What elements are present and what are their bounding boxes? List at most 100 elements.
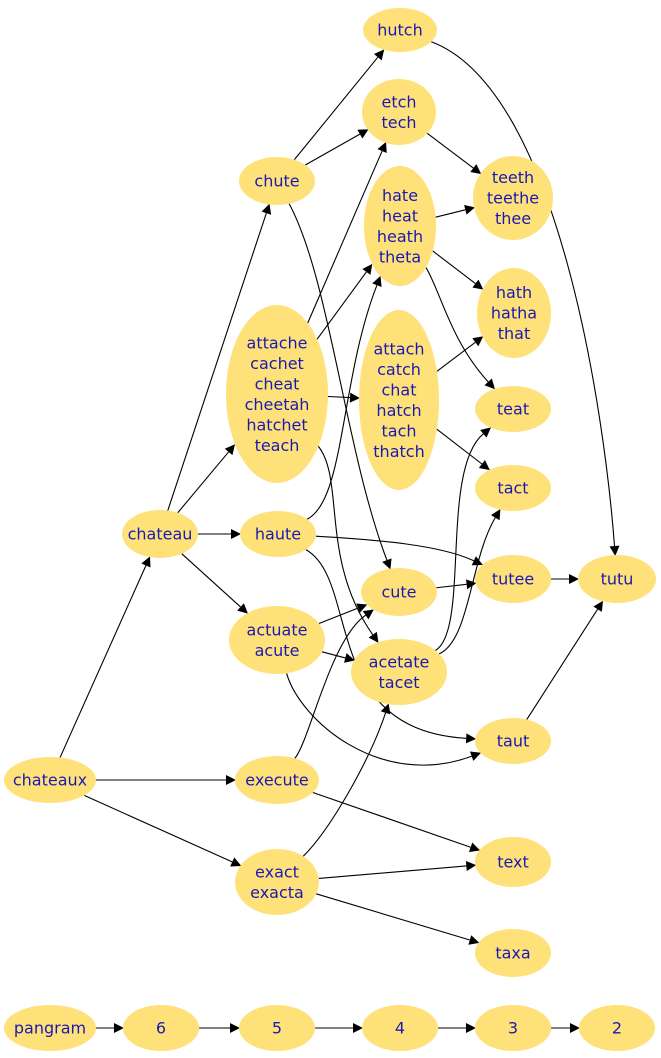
node-label: actuate [247,620,308,639]
node-label: cheat [255,374,300,393]
edge-line [436,583,467,589]
node-label: taut [497,732,530,751]
node-chateau: chateau [122,510,198,558]
node-chateaux: chateaux [4,757,96,803]
node-label: 4 [395,1019,405,1038]
edge-line [321,651,346,659]
node-ellipse [229,606,325,674]
node-n6: 6 [123,1005,199,1051]
arrowhead [491,509,501,521]
node-label: attache [247,333,308,352]
node-ellipse [359,310,439,490]
node-haute: haute [240,511,316,557]
node-ellipse [240,511,316,557]
node-ellipse [235,756,319,804]
edge-n6-to-n5 [199,1023,240,1033]
node-label: thee [495,209,531,228]
node-cute: cute [361,568,437,616]
edge-line [438,517,496,655]
edge-n3-to-n2 [551,1023,580,1033]
node-taut: taut [475,718,551,764]
node-label: cute [381,583,416,602]
node-label: haute [255,525,301,544]
node-ellipse [475,386,551,432]
node-label: tutee [492,570,534,589]
arrowhead [569,574,579,584]
edge-exact-to-acetate [302,703,391,857]
edge-hate-to-teeth [435,204,476,218]
edge-line [294,614,366,759]
arrowhead [230,857,242,867]
node-n5: 5 [239,1005,315,1051]
node-ellipse [473,156,553,240]
arrowhead [469,751,482,761]
node-label: execute [245,771,308,790]
arrowhead [224,444,236,456]
edge-line [318,865,467,880]
node-label: hatha [491,304,537,323]
arrowhead [357,129,369,139]
node-label: tach [381,421,416,440]
edge-line [327,395,351,399]
arrowhead [472,336,484,347]
node-label: attach [373,339,424,358]
edge-line [286,673,472,766]
node-label: 6 [156,1019,166,1038]
arrowhead [480,427,491,438]
edge-line [316,271,367,340]
edge-attach-to-hath [436,336,484,372]
node-label: teach [255,436,300,455]
edge-line [316,893,470,941]
node-etch: etch tech [362,79,436,145]
edge-attache-to-etch [307,141,387,324]
arrowhead [377,141,387,154]
node-label: chute [254,172,299,191]
edge-hutch-to-tutu [431,41,620,557]
node-actuate: actuate acute [229,606,325,674]
node-label: pangram [14,1019,86,1038]
edge-acetate-to-tact [438,509,501,655]
edge-line [318,607,359,625]
edge-line [526,608,599,720]
node-ellipse [475,718,551,764]
node-label: 2 [612,1019,622,1038]
node-label: tech [381,113,416,132]
edge-line [288,203,388,561]
arrowhead [609,545,620,557]
node-label: heat [382,206,418,225]
edge-line [435,433,484,651]
edge-haute-to-taut [305,549,477,744]
node-label: 5 [272,1019,282,1038]
node-label: hatchet [246,415,307,434]
arrowhead [593,600,604,612]
node-label: heath [377,227,423,246]
edge-n4-to-n3 [438,1023,476,1033]
edge-attache-to-attach [327,392,361,403]
node-label: acute [255,641,300,660]
arrowhead [373,49,385,61]
arrowhead [362,263,373,275]
node-ellipse [475,555,551,603]
edge-haute-to-tutee [315,535,483,566]
node-ellipse [475,929,551,977]
arrowhead [231,529,241,539]
node-text: text [475,837,551,887]
edge-chateau-to-actuate [181,553,248,614]
node-label: cheetah [245,395,310,414]
edge-acetate-to-teat [435,427,491,651]
edge-actuate-to-taut [286,673,482,766]
node-label: etch [381,92,416,111]
arrowhead [230,1023,240,1033]
node-chute: chute [239,157,315,205]
edge-line [435,209,466,218]
edge-line [431,41,616,547]
node-ellipse [239,157,315,205]
node-ellipse [579,1005,655,1051]
arrowhead [465,733,477,744]
edge-chateaux-to-execute [96,775,236,785]
arrowhead [466,1023,476,1033]
node-tact: tact [475,465,551,511]
node-label: tacet [379,673,420,692]
